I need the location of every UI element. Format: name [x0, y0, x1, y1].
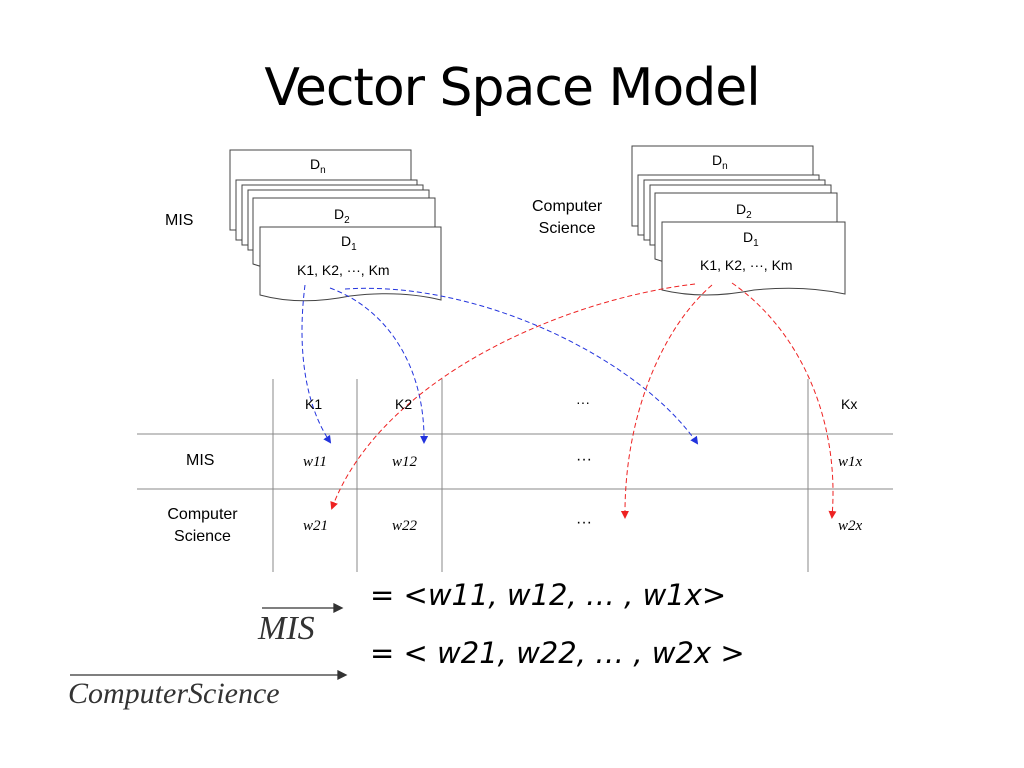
mis-doc-dn: Dn [310, 156, 326, 176]
mis-doc-d1: D1 [341, 233, 357, 253]
cell-ellipsis-row1: ··· [576, 451, 592, 468]
cs-keyword-arrows [330, 282, 837, 519]
col-header-ellipsis: ··· [576, 394, 590, 410]
cs-doc-d1: D1 [743, 229, 759, 249]
col-header-k1: K1 [305, 396, 323, 412]
doc-front-sheet [661, 221, 846, 296]
arrow-km-to-col [344, 287, 699, 445]
arrow-k2-to-w12 [329, 287, 429, 444]
slide-title: Vector Space Model [264, 58, 760, 118]
cell-w12: w12 [392, 454, 418, 470]
cs-doc-d2: D2 [736, 201, 752, 221]
cell-ellipsis-row2: ··· [576, 514, 592, 531]
row-label-mis: MIS [186, 452, 215, 469]
arrow-km-to-w2x [731, 282, 837, 519]
matrix-grid [137, 379, 893, 572]
cs-stack-label: Computer Science [532, 198, 603, 237]
cell-w21: w21 [303, 518, 329, 534]
row-label-cs: Computer Science [167, 506, 238, 545]
cell-w2x: w2x [838, 518, 863, 534]
col-header-kx: Kx [841, 396, 858, 412]
arrow-k1-to-w11 [301, 284, 332, 444]
cs-doc-keywords: K1, K2, ···, Km [700, 257, 793, 273]
mis-doc-keywords: K1, K2, ···, Km [297, 262, 390, 278]
mis-vector-label: MIS [258, 610, 315, 647]
cell-w11: w11 [303, 454, 327, 470]
vector-arrows [70, 602, 348, 681]
cs-vector-equation: = < w21, w22, … , w2x > [370, 636, 745, 670]
arrow-k2-to-col [620, 284, 713, 519]
col-header-k2: K2 [395, 396, 413, 412]
arrow-k1-to-w21 [330, 283, 696, 510]
cell-w1x: w1x [838, 454, 863, 470]
mis-vector-equation: = <w11, w12, … , w1x> [370, 578, 727, 612]
mis-document-stack [229, 149, 442, 302]
cs-vector-label: ComputerScience [68, 677, 280, 710]
mis-stack-label: MIS [165, 212, 194, 229]
doc-front-sheet [259, 226, 442, 302]
cell-w22: w22 [392, 518, 418, 534]
mis-doc-d2: D2 [334, 206, 350, 226]
mis-keyword-arrows [301, 284, 699, 445]
cs-document-stack [631, 145, 846, 296]
cs-doc-dn: Dn [712, 152, 728, 172]
